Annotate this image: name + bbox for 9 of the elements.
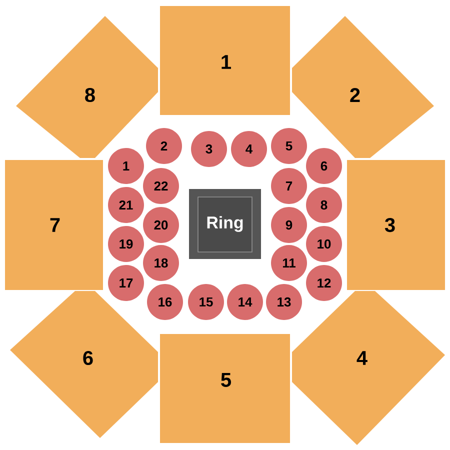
seating-section: 8 (16, 16, 158, 158)
seating-section: 6 (10, 291, 158, 438)
seating-section: 4 (292, 291, 445, 445)
ring: Ring (189, 189, 261, 259)
seating-section: 3 (347, 160, 445, 290)
seating-section: 1 (160, 6, 290, 115)
seating-section: 2 (292, 16, 434, 158)
seating-section: 7 (5, 160, 103, 290)
seating-section: 5 (160, 334, 290, 443)
